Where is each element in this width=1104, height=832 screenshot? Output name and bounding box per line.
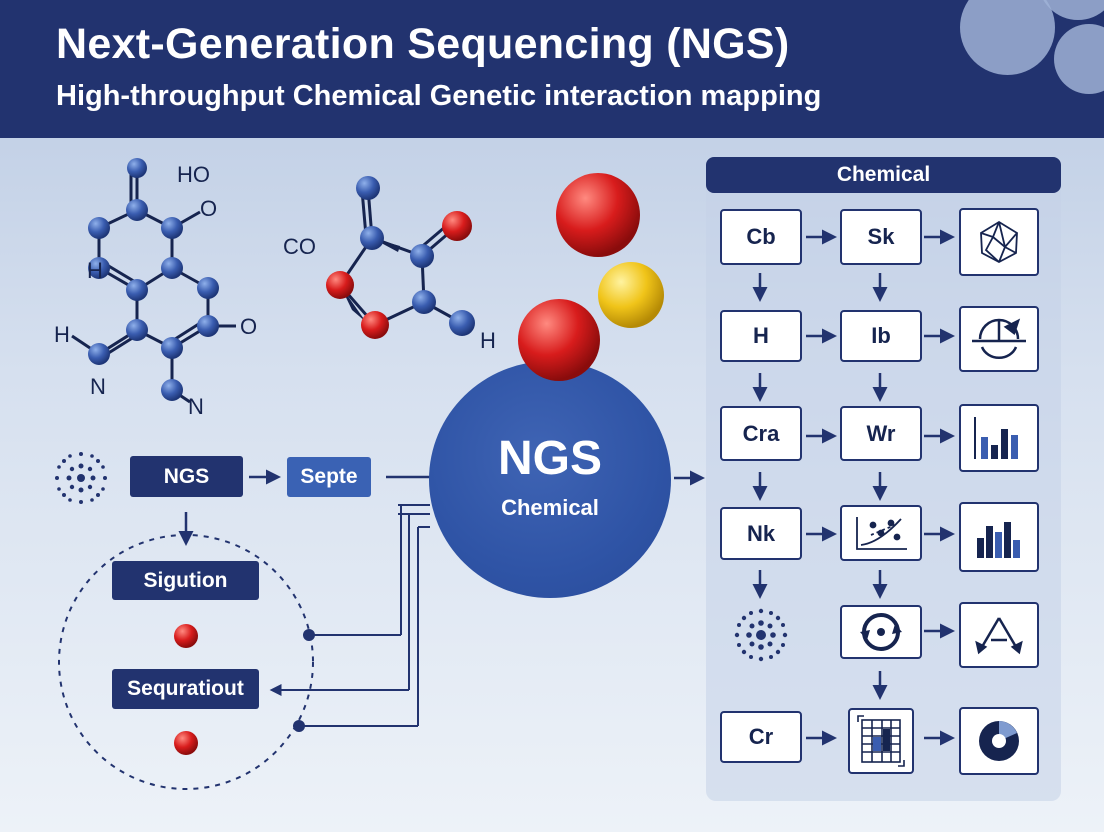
spreadsheet-icon — [848, 708, 914, 774]
node-h: H — [720, 310, 802, 362]
triangle-arrows-icon — [959, 602, 1039, 668]
node-wr: Wr — [840, 406, 922, 461]
dot-network-icon — [734, 608, 788, 662]
bar-chart-icon — [959, 404, 1039, 472]
atom-label: N — [188, 394, 204, 419]
atom-label: HO — [177, 162, 210, 187]
node-ib: Ib — [840, 310, 922, 362]
scatter-plot-icon — [840, 505, 922, 561]
ngs-box: NGS — [130, 456, 243, 497]
decor-circle — [1054, 24, 1104, 94]
node-cra: Cra — [720, 406, 802, 461]
atom-label: H — [54, 322, 70, 347]
center-node-sublabel: Chemical — [501, 495, 599, 520]
sigution-box: Sigution — [112, 561, 259, 600]
node-nk: Nk — [720, 507, 802, 560]
atom-spheres — [556, 173, 664, 328]
atom-label: O — [240, 314, 258, 339]
dot-network-icon-left — [55, 452, 107, 504]
decor-circle — [960, 0, 1055, 75]
node-sk: Sk — [840, 209, 922, 265]
center-node-label: NGS — [497, 432, 602, 485]
bar-chart-icon-2 — [959, 502, 1039, 572]
atom-label: N — [90, 374, 106, 399]
panel-arrows — [752, 229, 955, 746]
sequratiout-box: Sequratiout — [112, 669, 259, 709]
process-loop — [58, 534, 314, 790]
pie-chart-icon — [959, 707, 1039, 775]
atom-label: CO — [283, 234, 316, 259]
node-cb: Cb — [720, 209, 802, 265]
septe-box: Septe — [287, 457, 371, 497]
atom-label: H — [480, 328, 496, 353]
page-subtitle: High-throughput Chemical Genetic interac… — [56, 80, 822, 112]
atom-label: O — [200, 196, 218, 221]
cycle-arrows-icon — [840, 605, 922, 659]
panel-title: Chemical — [706, 157, 1061, 193]
center-ngs-node: NGS Chemical — [429, 361, 671, 598]
dial-icon — [959, 306, 1039, 372]
polyhedron-icon — [959, 208, 1039, 276]
atom-label: H — [87, 258, 103, 283]
header-banner: Next-Generation Sequencing (NGS) High-th… — [0, 0, 1104, 138]
molecule-right — [338, 187, 463, 327]
red-sphere — [518, 299, 600, 381]
node-cr: Cr — [720, 711, 802, 763]
page-title: Next-Generation Sequencing (NGS) — [56, 20, 790, 68]
